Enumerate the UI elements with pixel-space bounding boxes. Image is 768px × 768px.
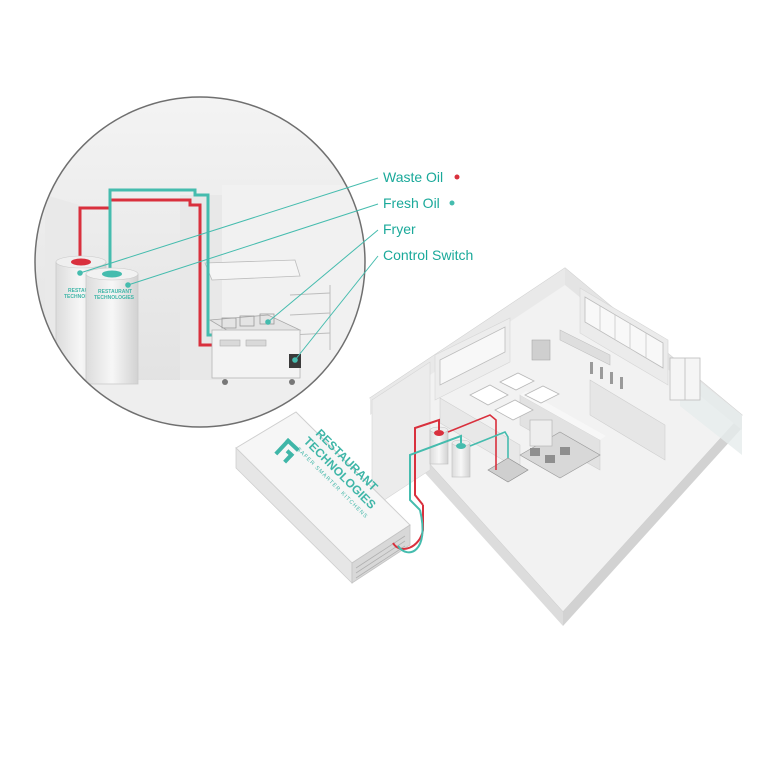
bar-stools <box>590 362 623 389</box>
slab-front-right <box>563 415 742 626</box>
window-left <box>439 326 506 386</box>
fresh-tank-brand: RESTAURANT <box>98 289 132 295</box>
callout-dots <box>77 270 298 363</box>
fresh-oil-dot <box>449 200 455 206</box>
fresh-oil-tank-cap <box>102 270 122 278</box>
unit-right-face <box>351 524 411 584</box>
building-oil-tanks <box>429 426 471 478</box>
detail-shelving <box>289 285 331 350</box>
waste-tank-brand: RESTAURANT <box>68 288 102 294</box>
waste-oil-tank-cap <box>71 258 91 266</box>
partition-kitchen <box>589 379 666 461</box>
drink-machine <box>531 339 551 361</box>
zoom-circle-border <box>34 96 366 428</box>
legend: Waste Oil Fresh Oil Fryer Control Switch <box>383 169 473 263</box>
partition-center-top <box>520 391 606 440</box>
callout-lines <box>79 177 379 361</box>
fresh-oil-pipe-outdoor <box>397 509 424 554</box>
detail-floor <box>35 380 365 427</box>
detail-waste-oil-pipe <box>78 198 212 347</box>
legend-control-switch: Control Switch <box>383 247 473 263</box>
waste-tank-cap-small <box>434 430 444 436</box>
dining-tables <box>469 372 560 421</box>
service-counter <box>559 329 611 366</box>
waste-oil-pipe-building <box>414 418 440 506</box>
detail-fresh-oil-tank: RESTAURANT TECHNOLOGIES <box>85 267 139 385</box>
kitchen-equipment <box>487 419 601 483</box>
legend-waste-oil: Waste Oil <box>383 169 443 185</box>
restaurant-floorplan <box>369 267 743 626</box>
restaurant-technologies-logo <box>274 438 300 464</box>
callout-line-fryer <box>267 229 379 323</box>
outdoor-oil-unit: RESTAURANT TECHNOLOGIES SAFER SMARTER KI… <box>235 411 424 584</box>
waste-tank-brand-2: TECHNOLOGIES <box>64 294 105 300</box>
exhaust-hood <box>204 259 301 281</box>
callout-line-control-switch <box>294 255 379 361</box>
fryer-unit <box>487 457 529 483</box>
waste-oil-pipe-fryer <box>447 414 497 470</box>
detail-fryer <box>208 313 302 385</box>
legend-fryer: Fryer <box>383 221 416 237</box>
callout-line-fresh-oil <box>127 203 379 286</box>
hood-panel <box>529 419 553 447</box>
left-wall <box>371 361 431 509</box>
fresh-oil-pipe-fryer <box>469 431 509 458</box>
fresh-tank-cap-small <box>456 443 466 449</box>
detail-fresh-oil-pipe <box>108 188 218 337</box>
legend-fresh-oil: Fresh Oil <box>383 195 440 211</box>
fresh-tank-brand-2: TECHNOLOGIES <box>94 295 135 301</box>
callout-line-waste-oil <box>79 177 379 274</box>
waste-oil-dot <box>454 174 460 180</box>
fresh-oil-pipe-building <box>409 434 462 511</box>
window-right <box>584 296 664 369</box>
